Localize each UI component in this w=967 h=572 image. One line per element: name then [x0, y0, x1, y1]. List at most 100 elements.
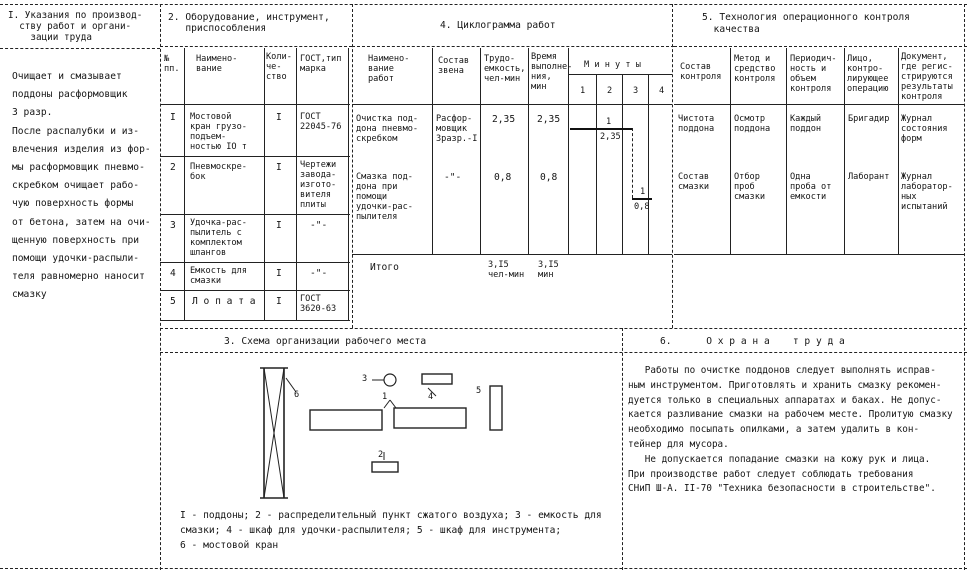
sec4-header-time: Время выполне- ния, мин: [531, 52, 573, 92]
divider-right: [964, 4, 965, 570]
divider-sec2-title: [160, 46, 352, 47]
divider-bottom-titles: [160, 352, 967, 353]
sec2-row-line: [160, 262, 350, 263]
sec5-title: 5. Технология операционного контроля кач…: [702, 12, 910, 35]
divider-sec2: [352, 4, 353, 328]
sec5-header-3: Лицо, контро- лирующее операцию: [847, 54, 889, 94]
divider-sec5-title: [674, 46, 967, 47]
sec2-col-line: [348, 48, 349, 320]
sec2-title: 2. Оборудование, инструмент, приспособле…: [168, 12, 330, 34]
sec4-title: 4. Циклограмма работ: [440, 20, 556, 31]
sec2-row5-qty: I: [276, 296, 282, 307]
sec5-r1-c0: Чистота поддона: [678, 114, 715, 134]
sec6-text: Работы по очистке поддонов следует выпол…: [628, 365, 953, 495]
sec2-header-num: № пп.: [164, 54, 180, 74]
cyclogram-bar-2-label: 1: [640, 187, 646, 197]
sec4-row2-name: Смазка под- дона при помощи удочки-рас- …: [356, 172, 413, 222]
sec3-title: 3. Схема организации рабочего места: [224, 336, 427, 347]
sec5-r1-c3: Бригадир: [848, 114, 890, 124]
cyclogram-connector: [632, 128, 633, 198]
sec5-r1-c4: Журнал состояния форм: [901, 114, 948, 144]
cyclogram-bar-1-label: 1: [606, 117, 612, 127]
sec5-r2-c3: Лаборант: [848, 172, 890, 182]
sec5-r1-c1: Осмотр поддона: [734, 114, 771, 134]
cyclogram-bar-1-value: 2,35: [600, 132, 621, 142]
sec4-row2-time: 0,8: [540, 172, 558, 183]
sec2-row-line: [160, 320, 350, 321]
sec4-total-label: Итого: [370, 262, 399, 273]
sec2-header-qty: Коли- че- ство: [266, 52, 292, 82]
sec6-title: 6. О х р а н а т р у д а: [660, 336, 845, 347]
cyclogram-bar-1: [570, 128, 632, 130]
pallet-left: [309, 409, 383, 431]
sec4-total-labor: 3,I5 чел-мин: [488, 260, 525, 280]
sec2-col-line: [184, 48, 185, 320]
sec4-minute-line: [648, 74, 649, 254]
sec4-minute-line: [622, 74, 623, 254]
sec5-r2-c1: Отбор проб смазки: [734, 172, 766, 202]
sec4-minutes-label: М и н у т ы: [584, 60, 641, 70]
sec4-minute-1: 1: [580, 86, 586, 96]
air-point-2: [371, 461, 399, 473]
sec5-col-line: [786, 48, 787, 254]
sec2-row5-num: 5: [170, 296, 176, 307]
cyclogram-bar-2-value: 0,8: [634, 202, 650, 212]
sec5-col-line: [730, 48, 731, 254]
divider-sec4-title: [352, 46, 674, 47]
sec4-row2-labor: 0,8: [494, 172, 512, 183]
sec2-row1-name: Мостовой кран грузо- подъем- ностью IO т: [190, 112, 247, 152]
sec4-minute-3: 3: [633, 86, 639, 96]
workplace-scheme: [260, 367, 503, 499]
sec4-minute-2: 2: [607, 86, 613, 96]
container-3: [383, 373, 397, 387]
cabinet-5: [489, 385, 503, 431]
sec2-header-line: [160, 104, 350, 105]
sec4-minute-line: [596, 74, 597, 254]
scheme-label-1: 1: [382, 392, 388, 402]
sec2-row3-num: 3: [170, 220, 176, 231]
sec4-total-time: 3,I5 мин: [538, 260, 559, 280]
sec2-row4-gost: -"-: [310, 268, 328, 279]
sec3-legend: I - поддоны; 2 - распределительный пункт…: [180, 510, 602, 551]
sec4-row1-labor: 2,35: [492, 114, 516, 125]
sec4-row1-name: Очистка под- дона пневмо- скребком: [356, 114, 419, 144]
divider-sec3-sec6: [622, 328, 623, 570]
sec5-header-4: Документ, где регис- стрируются результа…: [901, 52, 953, 102]
sec2-col-line: [264, 48, 265, 320]
sec2-row3-gost: -"-: [310, 220, 328, 231]
sec4-col-line: [432, 48, 433, 254]
sec2-row5-gost: ГОСТ 3620-63: [300, 294, 337, 314]
divider-bottom-sections: [160, 328, 967, 329]
sec4-header-labor: Трудо- емкость, чел-мин: [484, 54, 526, 84]
sec2-row2-name: Пневмоскре- бок: [190, 162, 247, 182]
divider-sec1-title: [0, 48, 160, 49]
sec4-col-line: [480, 48, 481, 254]
sec2-row5-name: Л о п а т а: [192, 296, 256, 307]
scheme-label-6: 6: [294, 390, 300, 400]
sec4-minute-4: 4: [659, 86, 665, 96]
sec1-text: Очищает и смазывает поддоны расформовщик…: [12, 71, 151, 301]
sec2-row2-gost: Чертежи заводa- изгото- вителя плиты: [300, 160, 337, 210]
sec5-r2-c0: Состав смазки: [678, 172, 710, 192]
sec2-row3-name: Удочка-рас- пылитель с комплектом шланго…: [190, 218, 247, 258]
sec5-header-1: Метод и средство контроля: [734, 54, 776, 84]
cyclogram-bar-2: [632, 198, 652, 200]
sec2-row1-num: I: [170, 112, 176, 123]
divider-sec1: [160, 4, 161, 570]
sec4-col-line: [568, 48, 569, 254]
sec4-minutes-line: [568, 74, 672, 75]
divider-top: [0, 4, 967, 5]
sec2-header-name: Наимено- вание: [196, 54, 238, 74]
sec5-r2-c4: Журнал лаборатор- ных испытаний: [901, 172, 953, 212]
cabinet-4: [421, 373, 453, 385]
sec2-row-line: [160, 214, 350, 215]
sec4-header-line: [352, 104, 672, 105]
sec4-col-line: [528, 48, 529, 254]
sec2-col-line: [296, 48, 297, 320]
scheme-label-4: 4: [428, 392, 434, 402]
sec5-col-line: [898, 48, 899, 254]
sec2-header-gost: ГОСТ,тип марка: [300, 54, 342, 74]
sec2-row4-name: Емкость для смазки: [190, 266, 247, 286]
sec5-col-line: [844, 48, 845, 254]
sec4-row1-crew: Расфор- мовщик 3разр.-I: [436, 114, 478, 144]
